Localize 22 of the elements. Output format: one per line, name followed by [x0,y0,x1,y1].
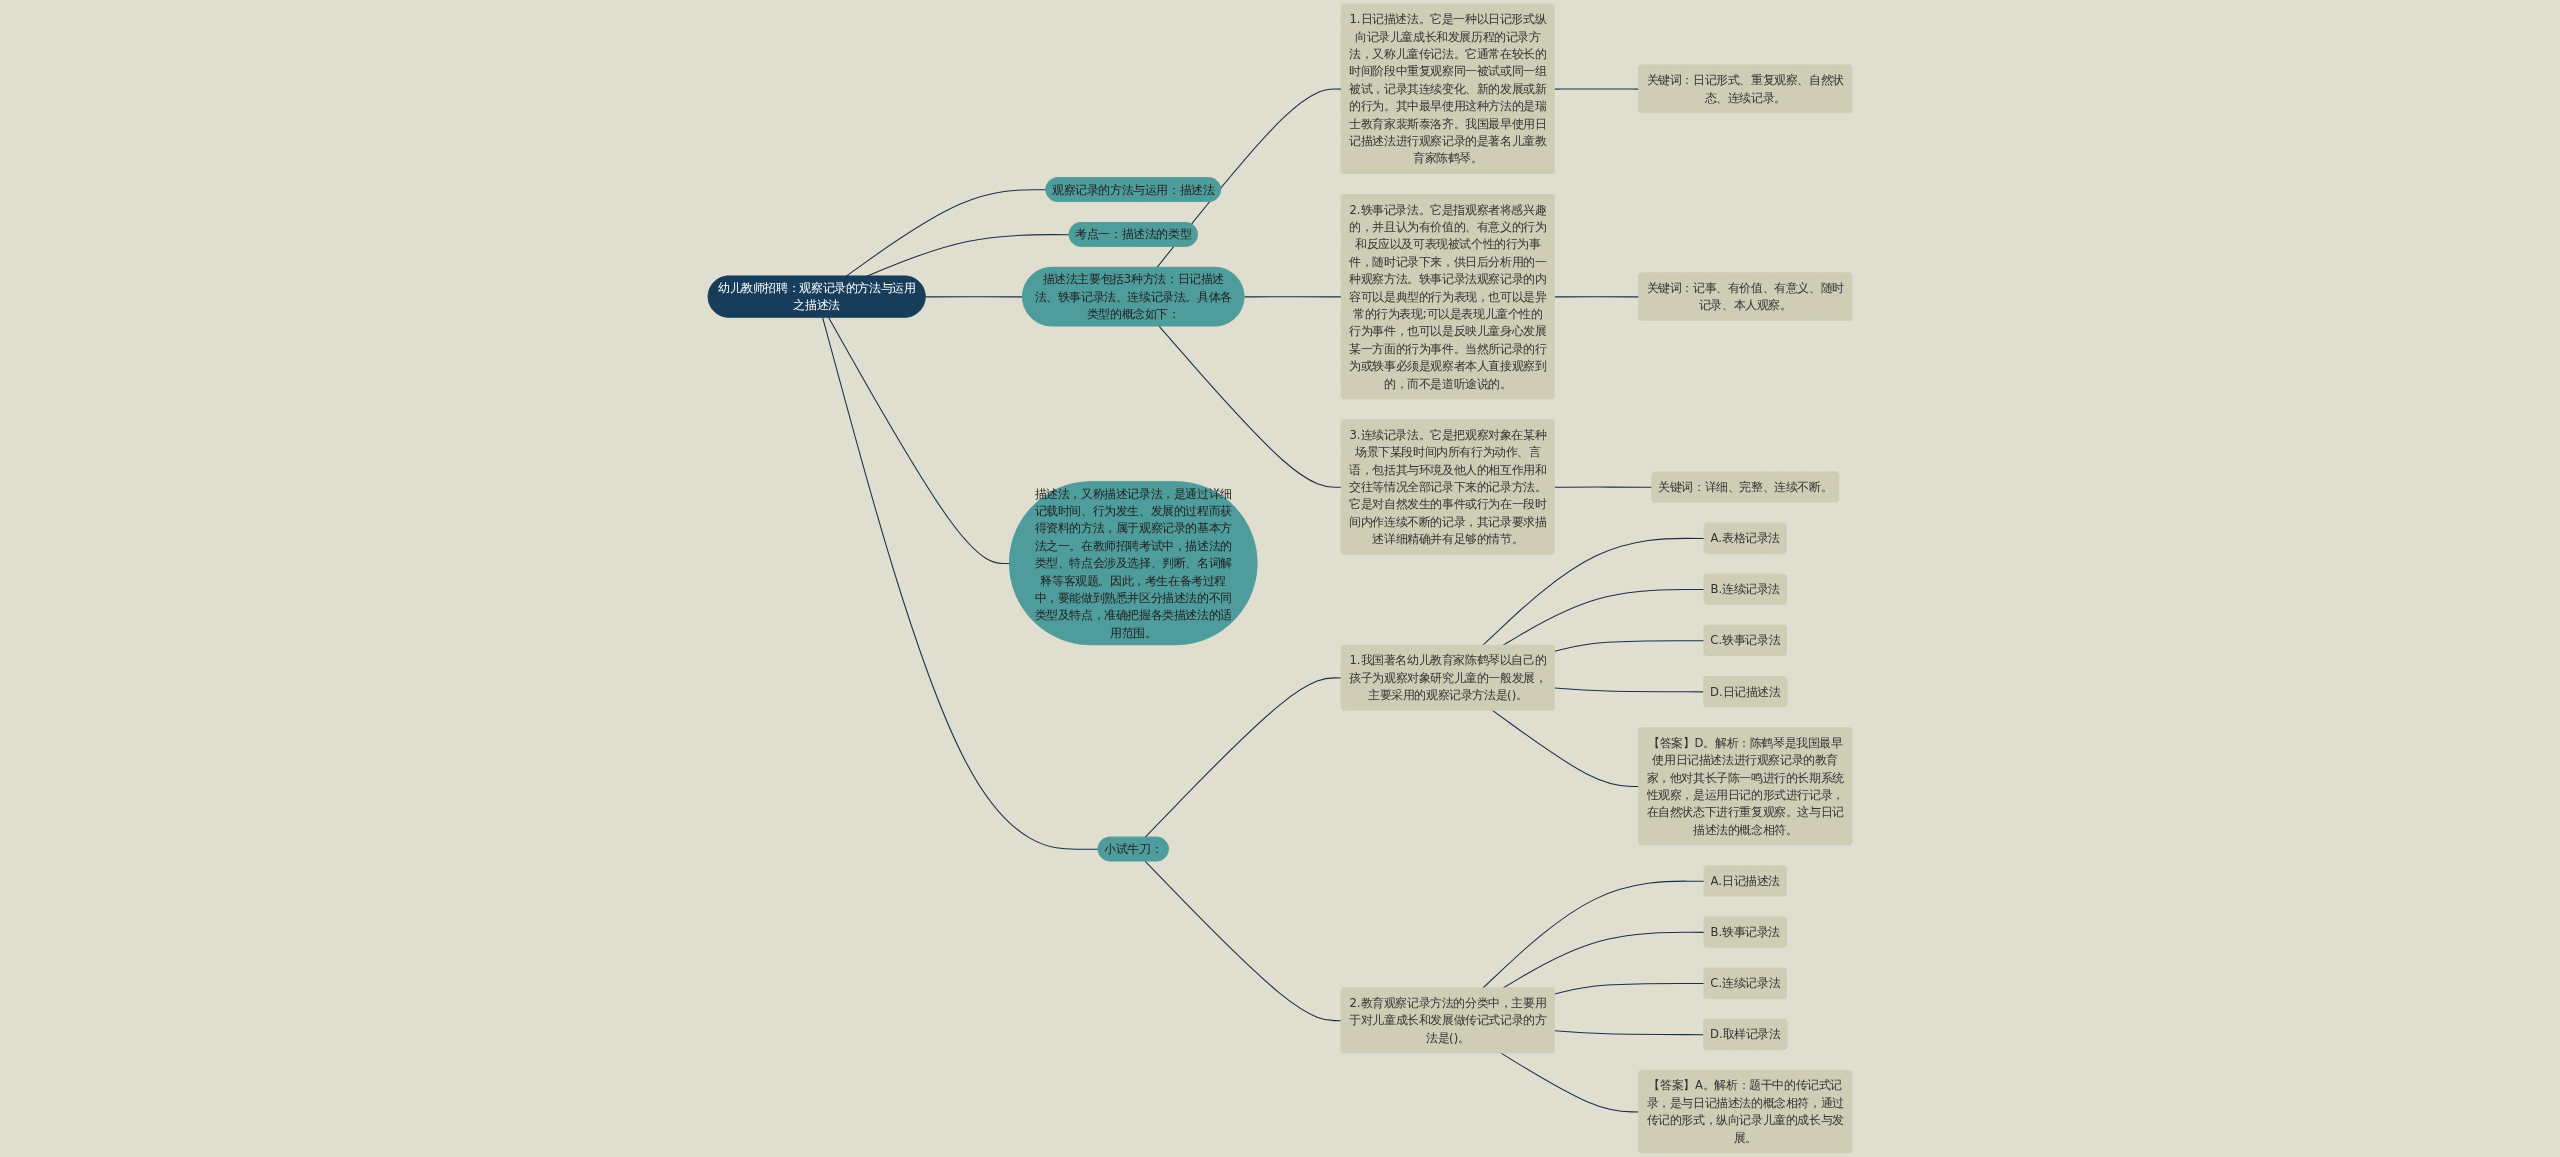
connector [1554,640,1705,652]
connector [1554,687,1705,693]
connector [1554,486,1653,488]
connector [1554,296,1640,298]
connector [1158,325,1343,488]
connector [845,189,1047,277]
connector [1482,880,1705,989]
connector [1502,589,1705,646]
connector [1554,88,1640,90]
connector [1554,982,1705,995]
connector [1502,931,1705,989]
connector [1144,677,1343,838]
connector [822,316,1099,850]
connector [1482,537,1705,646]
connector [1491,709,1640,788]
connector [828,316,1011,564]
connector [866,234,1070,277]
connector [1554,1030,1705,1036]
connector [1144,860,1343,1022]
connector [1500,1052,1640,1113]
connector [924,296,1024,298]
connector [1243,296,1343,298]
